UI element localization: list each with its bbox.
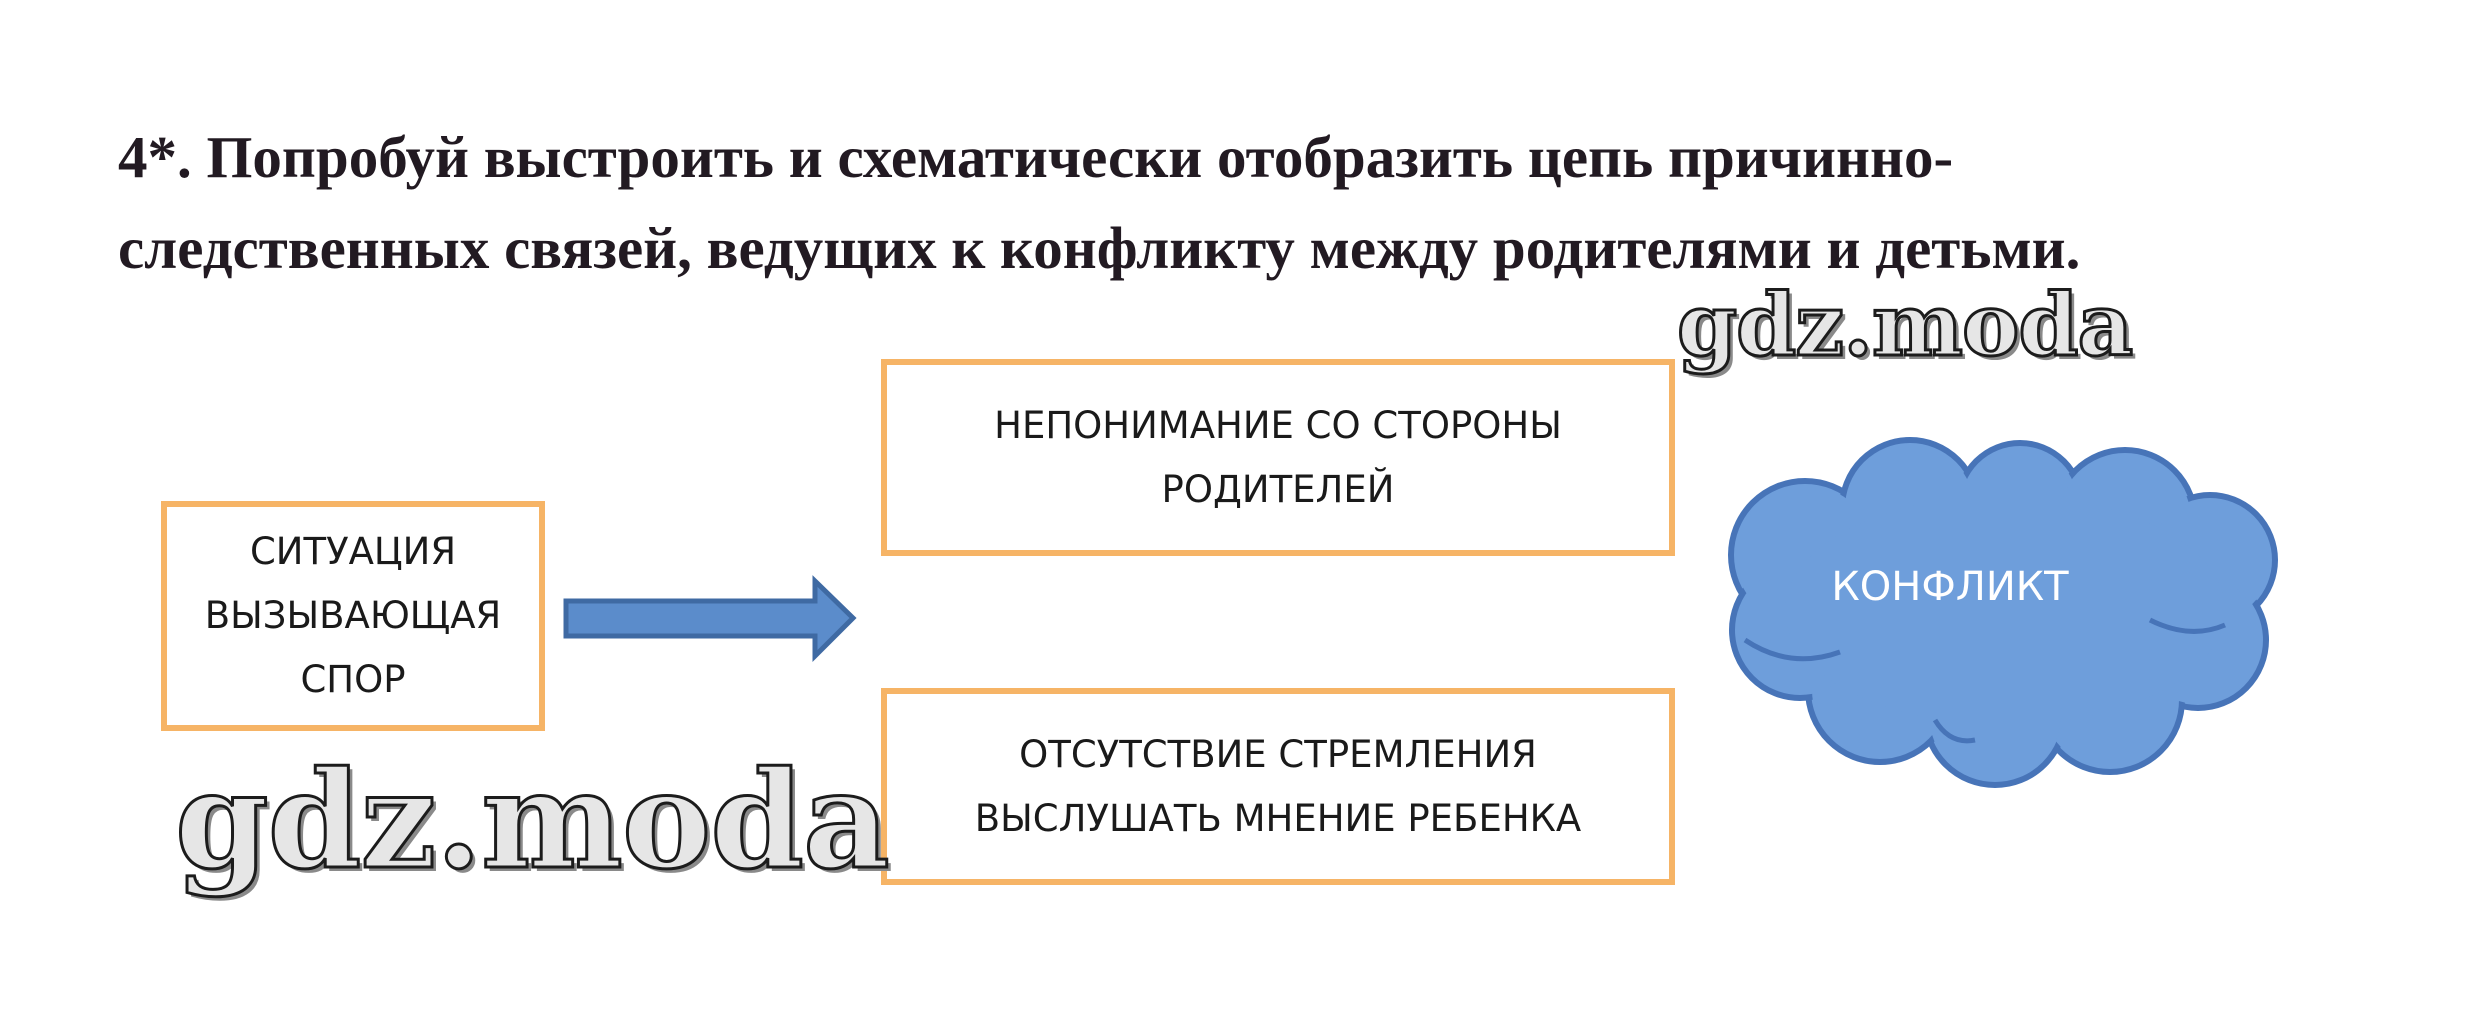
situation-line-1: СИТУАЦИЯ [249, 530, 457, 573]
situation-line-3: СПОР [300, 658, 406, 701]
task-heading: 4*. Попробуй выстроить и схематически от… [118, 112, 2418, 294]
cause-parents-box: НЕПОНИМАНИЕ СО СТОРОНЫ РОДИТЕЛЕЙ [881, 359, 1675, 556]
task-heading-line-2: следственных связей, ведущих к конфликту… [118, 215, 2081, 281]
task-heading-line-1: 4*. Попробуй выстроить и схематически от… [118, 124, 1954, 190]
cause-arrow [563, 575, 857, 663]
watermark-logo-bottom: gdz.moda [174, 741, 892, 899]
situation-line-2: ВЫЗЫВАЮЩАЯ [204, 594, 502, 637]
conflict-cloud-fill [1735, 444, 2271, 781]
cause-parents-line-2: РОДИТЕЛЕЙ [1161, 467, 1395, 511]
conflict-cloud-inner-arcs [1743, 617, 2226, 744]
situation-box: СИТУАЦИЯ ВЫЗЫВАЮЩАЯ СПОР [161, 501, 545, 731]
conflict-label: КОНФЛИКТ [1831, 564, 2069, 610]
cause-listen-line-2: ВЫСЛУШАТЬ МНЕНИЕ РЕБЕНКА [974, 796, 1582, 840]
cause-listen-line-1: ОТСУТСТВИЕ СТРЕМЛЕНИЯ [1019, 732, 1537, 776]
cause-listen-box: ОТСУТСТВИЕ СТРЕМЛЕНИЯ ВЫСЛУШАТЬ МНЕНИЕ Р… [881, 688, 1675, 885]
cause-parents-line-1: НЕПОНИМАНИЕ СО СТОРОНЫ [994, 403, 1562, 447]
watermark-logo-top: gdz.moda [1675, 274, 2134, 377]
